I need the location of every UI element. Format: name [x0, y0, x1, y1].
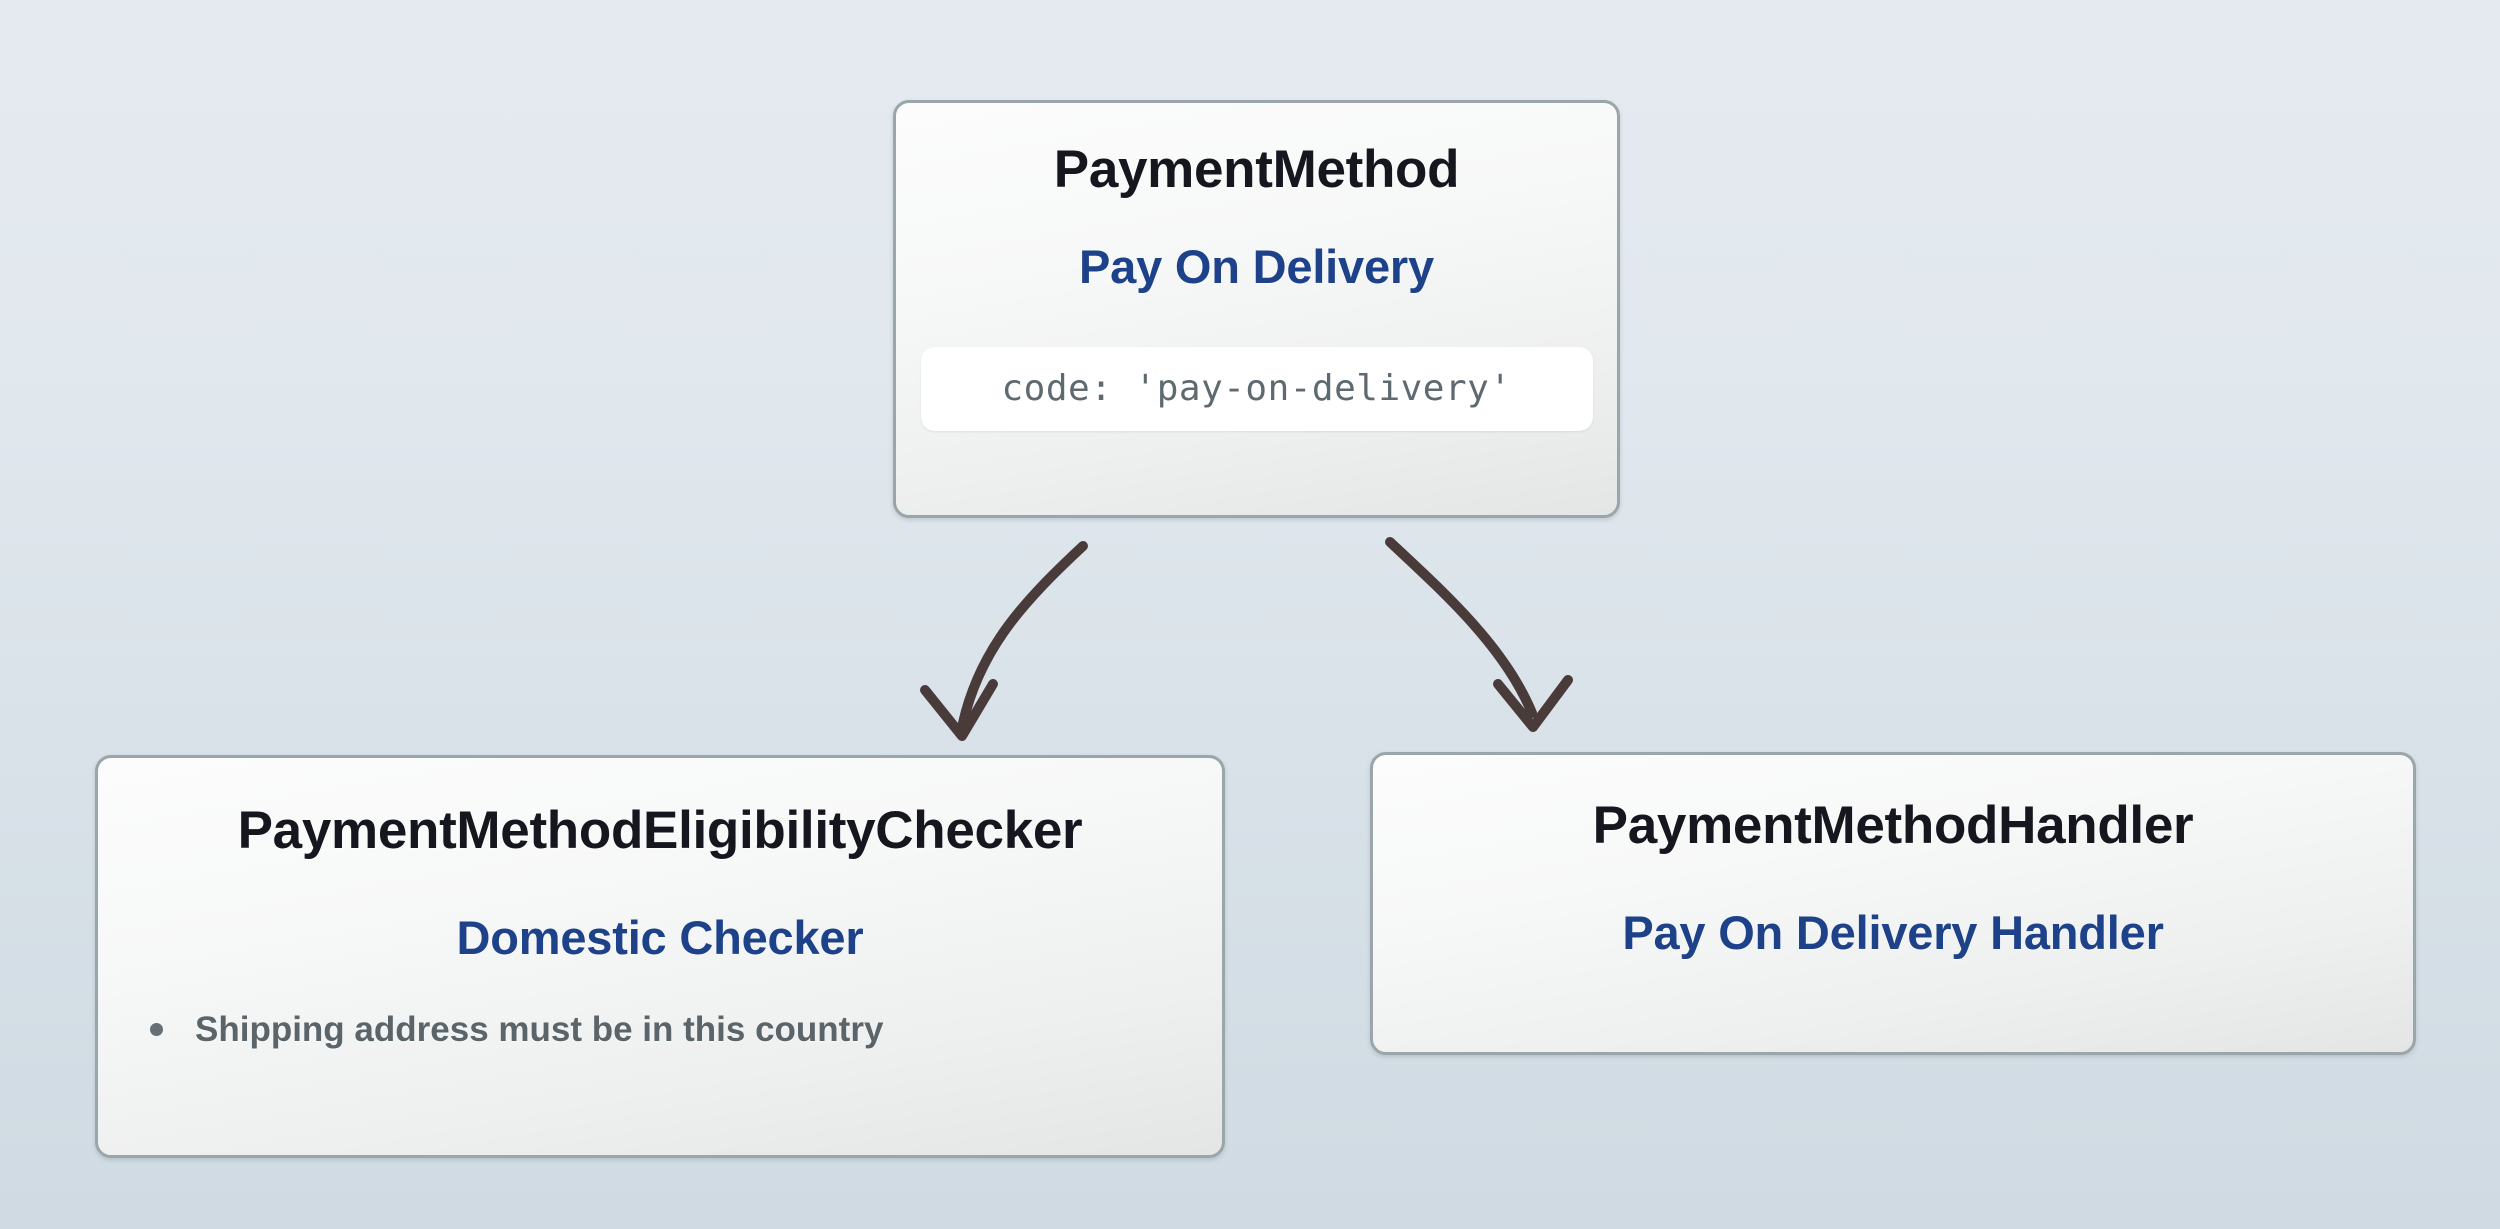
arrowhead-left-icon [920, 679, 998, 741]
list-item: Shipping address must be in this country [98, 1010, 1222, 1050]
node-eligibility-checker-subtitle: Domestic Checker [456, 911, 864, 965]
arrowhead-right-icon [1493, 675, 1573, 732]
eligibility-criterion-text: Shipping address must be in this country [195, 1009, 884, 1049]
code-text: code: 'pay-on-delivery' [1001, 368, 1512, 410]
code-box: code: 'pay-on-delivery' [920, 346, 1593, 431]
edge-line-right [1385, 537, 1537, 718]
edge-to-eligibility-checker [920, 541, 1088, 741]
edge-to-payment-handler [1385, 537, 1573, 732]
edge-line-left [958, 541, 1088, 728]
node-eligibility-checker-title: PaymentMethodEligibilityChecker [237, 801, 1083, 860]
node-payment-handler-title: PaymentMethodHandler [1592, 796, 2194, 855]
node-payment-method-handler[interactable]: PaymentMethodHandler Pay On Delivery Han… [1370, 752, 2416, 1055]
node-payment-handler-subtitle: Pay On Delivery Handler [1622, 906, 2164, 960]
node-payment-method-title: PaymentMethod [1053, 140, 1460, 199]
node-payment-method[interactable]: PaymentMethod Pay On Delivery code: 'pay… [893, 100, 1620, 518]
node-payment-method-subtitle: Pay On Delivery [1079, 240, 1434, 294]
bullet-dot-icon [150, 1023, 163, 1037]
eligibility-criteria-list: Shipping address must be in this country [98, 1010, 1222, 1050]
node-payment-method-eligibility-checker[interactable]: PaymentMethodEligibilityChecker Domestic… [95, 755, 1225, 1158]
